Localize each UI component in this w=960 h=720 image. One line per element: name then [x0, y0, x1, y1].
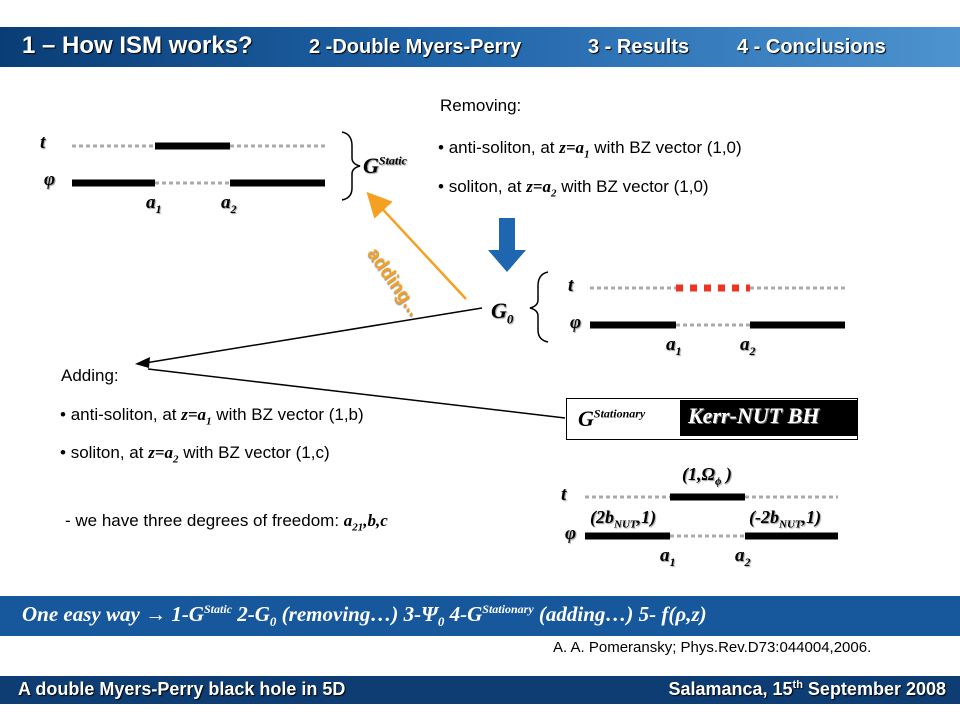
nav-section-1[interactable]: 1 – How ISM works? — [22, 32, 253, 59]
footer-title: A double Myers-Perry black hole in 5D — [18, 679, 346, 699]
g-stationary-label: GStationary — [578, 406, 646, 431]
adding-item-2: • soliton, at z=a2 with BZ vector (1,c) — [60, 443, 330, 466]
adding-to-stationary-line — [147, 368, 566, 419]
removing-title: Removing: — [440, 96, 522, 115]
summary-text: One easy way → 1-GStatic 2-G0 (removing…… — [22, 602, 707, 630]
removing-item-1: • anti-soliton, at z=a1 with BZ vector (… — [438, 138, 742, 161]
summary-bar: One easy way → 1-GStatic 2-G0 (removing…… — [0, 596, 960, 636]
g0-to-adding-arrow — [144, 307, 483, 364]
down-arrow — [488, 218, 526, 272]
stationary-rod-diagram — [585, 493, 838, 540]
nav-section-3[interactable]: 3 - Results — [588, 36, 690, 58]
static-phi-label: φ — [44, 169, 56, 190]
static-a2-label: a2 — [221, 192, 237, 216]
static-a1-label: a1 — [146, 192, 162, 216]
g0-phi-label: φ — [570, 312, 582, 333]
adding-item-1: • anti-soliton, at z=a1 with BZ vector (… — [60, 405, 364, 428]
g0-a2-label: a2 — [740, 334, 756, 358]
removing-item-2: • soliton, at z=a2 with BZ vector (1,0) — [438, 177, 709, 200]
footer-date: Salamanca, 15th September 2008 — [668, 679, 946, 699]
g0-rod-diagram — [529, 271, 845, 343]
g-static-label: GStatic — [363, 153, 407, 178]
footer-bar: A double Myers-Perry black hole in 5D Sa… — [0, 676, 960, 704]
degrees-of-freedom: - we have three degrees of freedom: a21,… — [65, 511, 388, 534]
stat-t-label: t — [561, 484, 567, 505]
g0-label: G0 — [491, 298, 514, 327]
g0-t-label: t — [568, 275, 574, 296]
citation: A. A. Pomeransky; Phys.Rev.D73:044004,20… — [553, 639, 872, 656]
vector-left-label: (2bNUT,1) — [590, 507, 657, 531]
static-t-label: t — [40, 132, 46, 153]
vector-top-label: (1,Ωϕ ) — [682, 464, 732, 488]
adding-title: Adding: — [61, 366, 119, 385]
adding-arrow — [366, 191, 467, 300]
stat-phi-label: φ — [565, 523, 577, 544]
g0-a1-label: a1 — [666, 334, 682, 358]
nav-section-2[interactable]: 2 -Double Myers-Perry — [309, 36, 522, 58]
stat-a1-label: a1 — [660, 545, 676, 569]
static-rod-diagram — [72, 131, 361, 201]
kerr-nut-bh-label: Kerr-NUT BH — [680, 400, 858, 436]
nav-section-4[interactable]: 4 - Conclusions — [737, 36, 886, 58]
stat-a2-label: a2 — [735, 545, 751, 569]
vector-right-label: (-2bNUT,1) — [749, 507, 822, 531]
header-bar: 1 – How ISM works? 2 -Double Myers-Perry… — [0, 27, 960, 67]
